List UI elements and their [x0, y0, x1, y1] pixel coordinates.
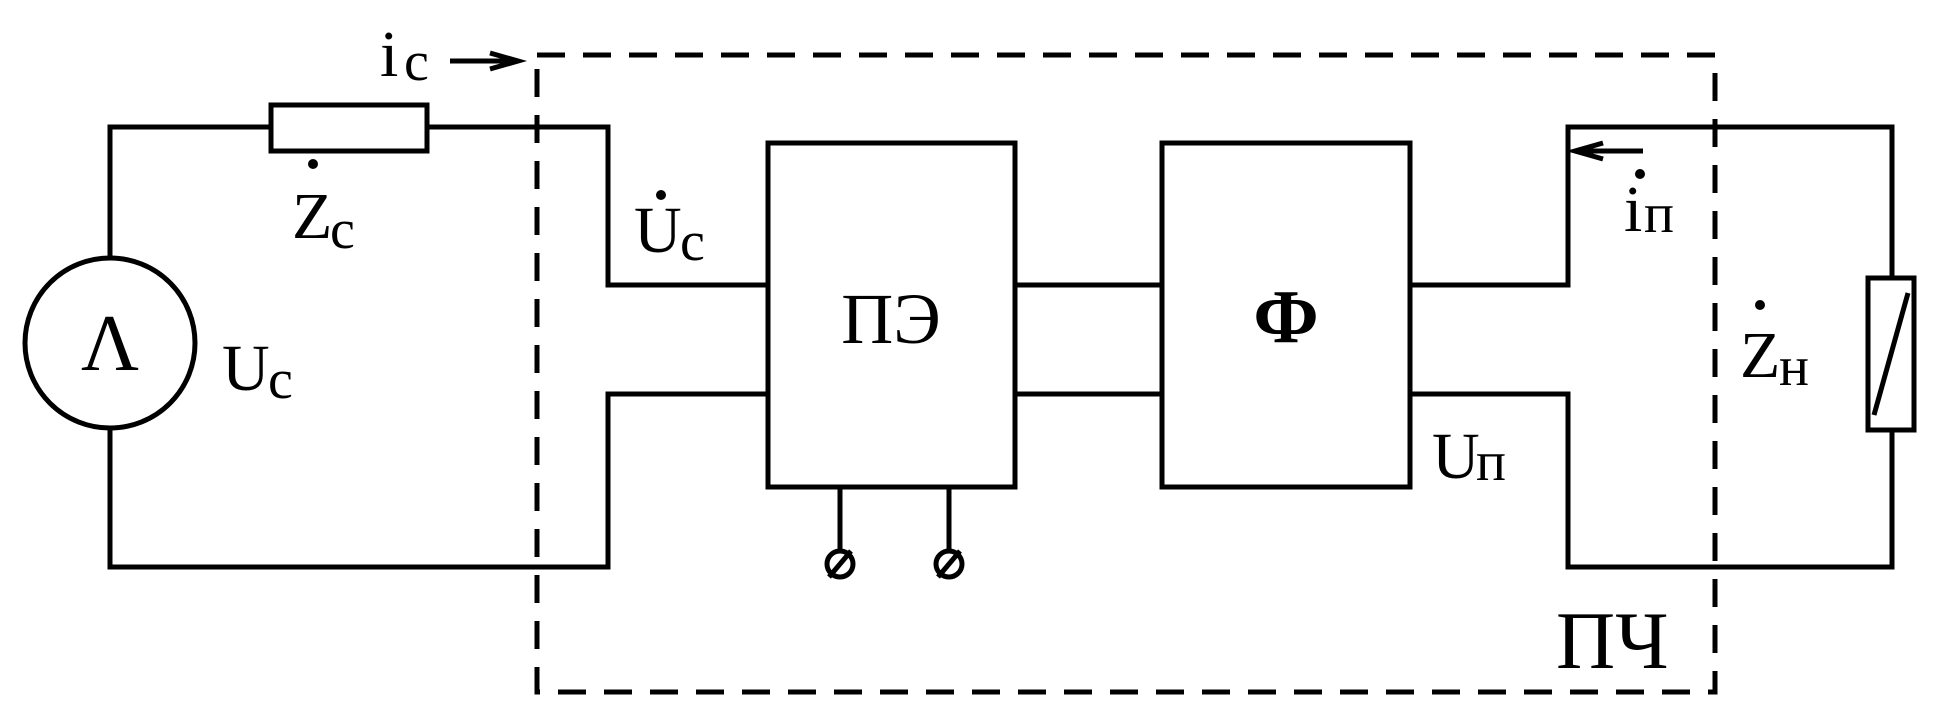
svg-text:п: п — [1644, 183, 1674, 245]
svg-text:Z: Z — [1740, 319, 1780, 392]
svg-text:U: U — [634, 194, 682, 267]
ac-source — [22, 255, 198, 431]
converter-label: ПЭ — [841, 279, 941, 359]
output-top-wire — [1410, 124, 1895, 288]
svg-text:c: c — [330, 199, 355, 261]
output-voltage-label: U п — [1432, 420, 1506, 493]
ac-source-symbol: Λ — [81, 300, 139, 388]
filter-block — [1159, 140, 1413, 490]
output-bottom-wire — [1410, 391, 1895, 570]
frequency-converter-label: ПЧ — [1556, 595, 1669, 686]
input-current-label: i c — [380, 18, 429, 93]
input-voltage-label: U c — [634, 190, 705, 273]
control-terminal-left — [824, 548, 856, 580]
input-current-arrowhead — [489, 50, 528, 72]
filter-label: Ф — [1253, 275, 1318, 359]
source-impedance-resistor — [268, 102, 430, 154]
control-terminal-right — [933, 548, 965, 580]
svg-text:U: U — [222, 332, 270, 405]
svg-text:Z: Z — [292, 180, 332, 253]
svg-text:п: п — [1476, 431, 1506, 493]
source-bottom-wire — [107, 391, 768, 570]
load-impedance-label: Z н — [1740, 300, 1809, 398]
svg-text:c: c — [268, 349, 293, 411]
svg-text:i: i — [380, 18, 398, 91]
output-current-arrowhead — [1565, 140, 1604, 162]
svg-text:i: i — [1624, 173, 1642, 246]
input-top-wire — [427, 124, 768, 288]
source-voltage-label: U c — [222, 332, 293, 411]
source-impedance-label: Z c — [292, 159, 355, 261]
output-current-label: i п — [1624, 169, 1674, 246]
converter-block — [765, 140, 1018, 490]
load-impedance-slash — [1871, 292, 1911, 416]
svg-text:c: c — [680, 211, 705, 273]
frequency-converter-boundary — [534, 52, 1718, 695]
svg-text:U: U — [1432, 420, 1480, 493]
svg-text:н: н — [1779, 336, 1809, 398]
svg-text:c: c — [404, 31, 429, 93]
source-top-wire — [107, 124, 271, 258]
